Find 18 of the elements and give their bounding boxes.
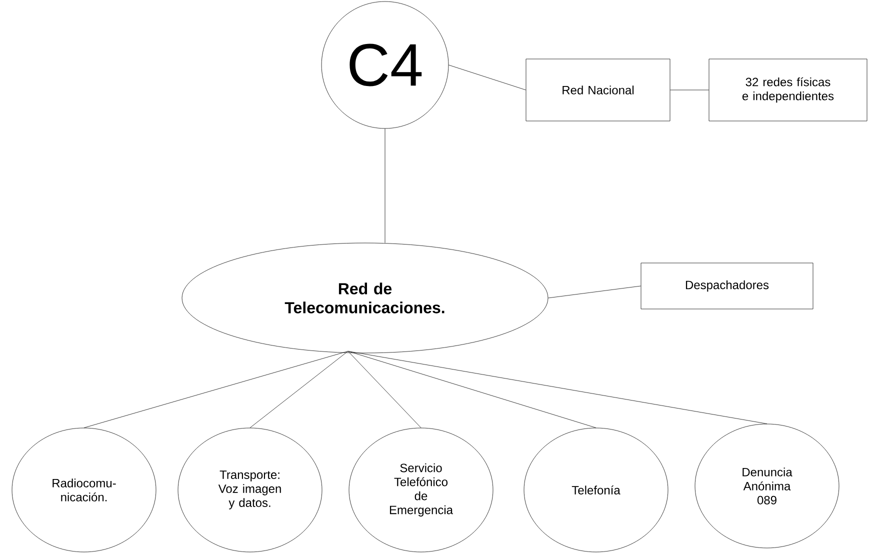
- box-node: Red Nacional: [526, 58, 670, 122]
- box-node: Despachadores: [640, 262, 814, 310]
- connector-line: [348, 350, 768, 424]
- box-node: 32 redes físicas e independientes: [708, 58, 868, 122]
- ellipse-node: Red de Telecomunicaciones.: [182, 242, 548, 354]
- ellipse-node: Radiocomu-nicación.: [12, 428, 156, 552]
- ellipse-node: Denuncia Anónima 089: [694, 424, 840, 548]
- circle-node: C4: [321, 1, 449, 129]
- connector-line: [448, 64, 526, 90]
- connector-line: [84, 350, 348, 428]
- ellipse-node: Servicio Telefónico de Emergencia: [348, 428, 494, 552]
- connector-line: [384, 128, 386, 243]
- connector-line: [548, 286, 641, 298]
- ellipse-node: Transporte: Voz imagen y datos.: [178, 428, 322, 552]
- ellipse-node: Telefonía: [524, 428, 668, 552]
- connector-line: [250, 350, 348, 428]
- connector-line: [348, 350, 596, 428]
- connector-line: [348, 350, 422, 428]
